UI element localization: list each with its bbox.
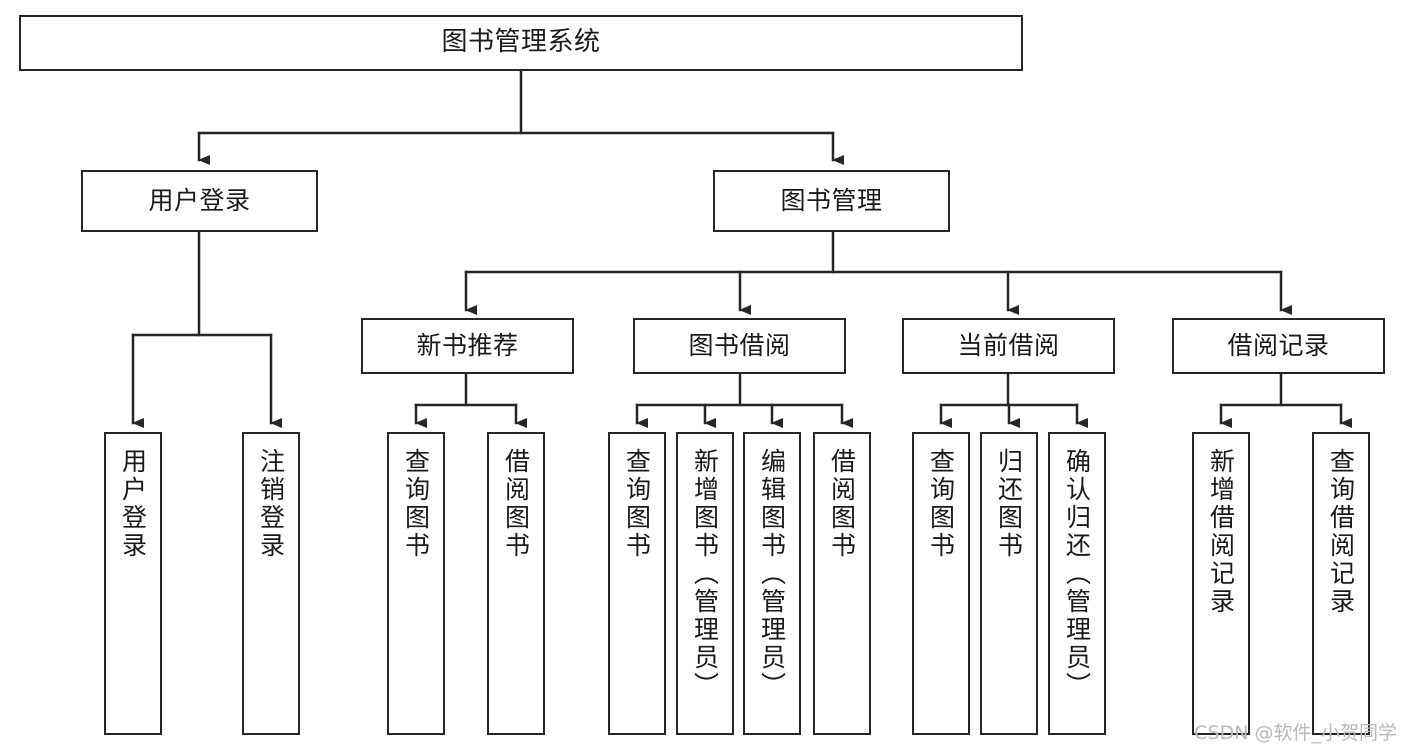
node-label: 注销登录 — [256, 448, 286, 560]
node-label: 查询图书 — [926, 448, 956, 560]
leaf-return-book[interactable]: 归还图书 — [980, 432, 1038, 735]
node-label: 用户登录 — [118, 448, 148, 560]
leaf-add-book-admin[interactable]: 新增图书（管理员） — [676, 432, 734, 735]
node-label: 借阅图书 — [827, 448, 857, 560]
node-new-book-recommendation[interactable]: 新书推荐 — [361, 318, 574, 374]
node-label: 图书管理 — [780, 185, 883, 215]
node-label: 编辑图书（管理员） — [757, 448, 787, 700]
node-label: 当前借阅 — [957, 330, 1060, 360]
node-label: 图书管理系统 — [441, 27, 601, 58]
leaf-confirm-return-admin[interactable]: 确认归还（管理员） — [1048, 432, 1106, 735]
node-label: 用户登录 — [148, 185, 251, 215]
leaf-query-borrow-record[interactable]: 查询借阅记录 — [1312, 432, 1370, 735]
leaf-add-borrow-record[interactable]: 新增借阅记录 — [1192, 432, 1250, 735]
node-label: 新增借阅记录 — [1206, 448, 1236, 616]
node-label: 借阅图书 — [501, 448, 531, 560]
leaf-user-login[interactable]: 用户登录 — [104, 432, 162, 735]
leaf-logout[interactable]: 注销登录 — [242, 432, 300, 735]
watermark: CSDN @软件_小贺同学 — [1194, 722, 1397, 744]
node-user-login[interactable]: 用户登录 — [81, 170, 318, 232]
node-label: 查询图书 — [622, 448, 652, 560]
leaf-query-book-newbook[interactable]: 查询图书 — [387, 432, 445, 735]
node-book-borrowing[interactable]: 图书借阅 — [633, 318, 846, 374]
node-label: 新增图书（管理员） — [690, 448, 720, 700]
leaf-query-book-borrow[interactable]: 查询图书 — [608, 432, 666, 735]
node-current-borrowing[interactable]: 当前借阅 — [902, 318, 1115, 374]
node-label: 借阅记录 — [1227, 330, 1330, 360]
node-borrowing-record[interactable]: 借阅记录 — [1172, 318, 1385, 374]
node-label: 确认归还（管理员） — [1062, 448, 1092, 700]
leaf-query-book-current[interactable]: 查询图书 — [912, 432, 970, 735]
node-book-management[interactable]: 图书管理 — [713, 170, 950, 232]
node-label: 查询借阅记录 — [1326, 448, 1356, 616]
node-root-book-management-system[interactable]: 图书管理系统 — [19, 15, 1023, 71]
node-label: 归还图书 — [994, 448, 1024, 560]
node-label: 图书借阅 — [688, 330, 791, 360]
node-label: 新书推荐 — [416, 330, 519, 360]
node-label: 查询图书 — [401, 448, 431, 560]
leaf-borrow-book[interactable]: 借阅图书 — [813, 432, 871, 735]
leaf-edit-book-admin[interactable]: 编辑图书（管理员） — [743, 432, 801, 735]
leaf-borrow-book-newbook[interactable]: 借阅图书 — [487, 432, 545, 735]
